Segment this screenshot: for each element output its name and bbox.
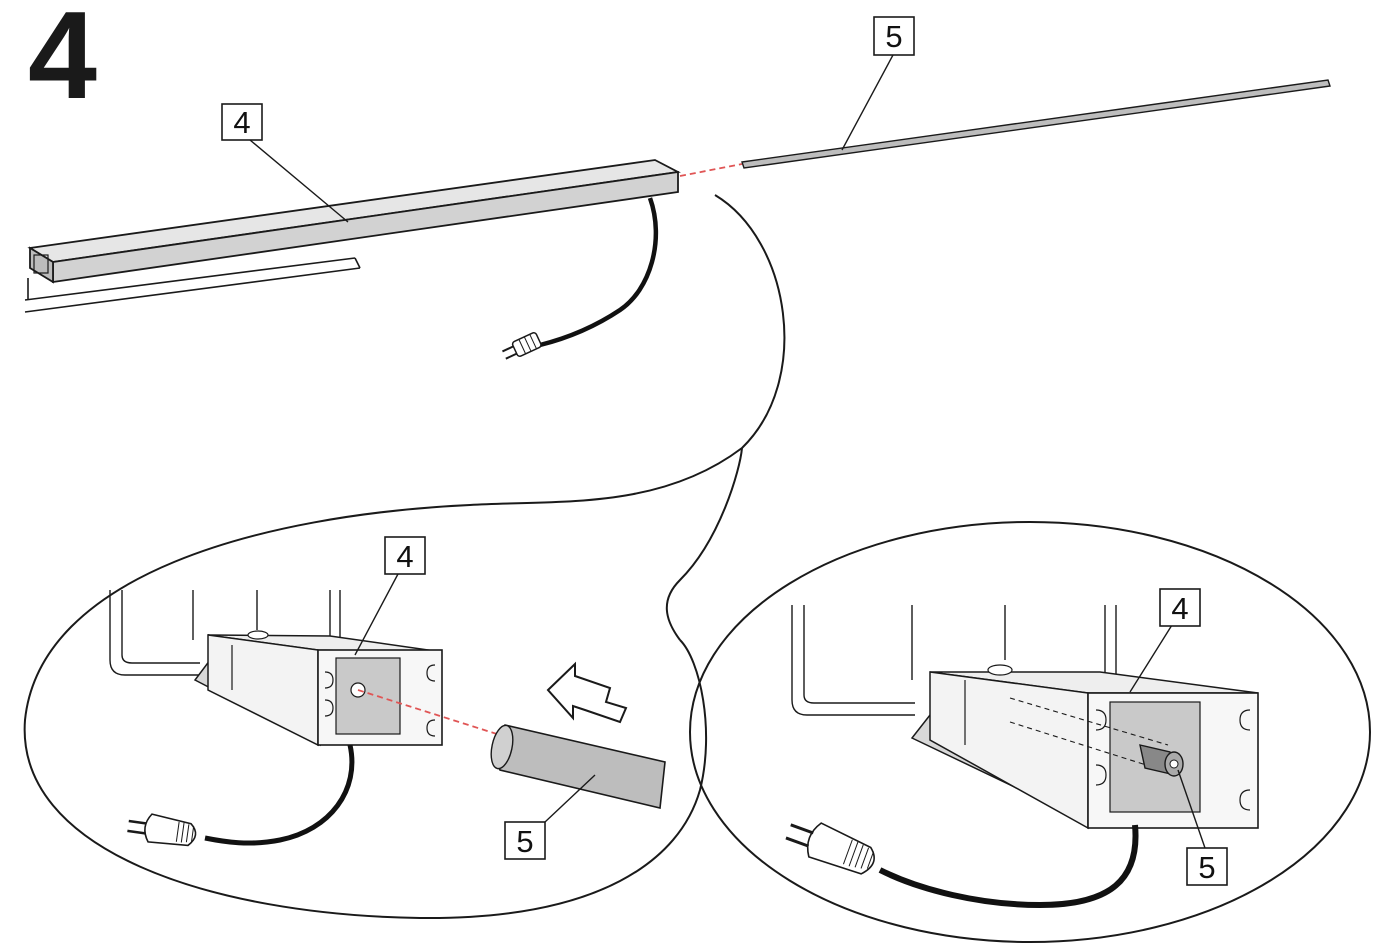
svg-text:5: 5 — [516, 824, 533, 859]
rod-left — [490, 724, 666, 809]
support-beam — [24, 257, 361, 313]
rod-top — [741, 79, 1331, 169]
svg-text:4: 4 — [233, 105, 250, 140]
plug-left-icon — [127, 813, 197, 847]
svg-text:4: 4 — [396, 539, 413, 574]
power-cable-left — [204, 744, 355, 846]
leader-left-rod — [544, 774, 596, 823]
callout-box-left-profile: 4 — [384, 536, 426, 575]
leader-top-rod — [841, 54, 894, 151]
leader-top-profile — [249, 139, 349, 223]
leader-right-profile — [1129, 624, 1173, 693]
alignment-guide-left — [357, 689, 501, 736]
step-number: 4 — [28, 0, 97, 125]
callout-box-left-rod: 5 — [504, 821, 546, 860]
alignment-guide-top — [679, 163, 743, 177]
aluminium-profile-right — [910, 664, 1259, 830]
plug-top-icon — [502, 331, 542, 360]
zoom-bubble-pointer — [665, 447, 743, 641]
leader-left-profile — [354, 573, 399, 656]
plug-right-icon — [785, 822, 875, 875]
power-cable-top — [539, 197, 659, 348]
svg-text:4: 4 — [1171, 591, 1188, 626]
left-detail-background — [109, 590, 341, 676]
svg-text:5: 5 — [1198, 850, 1215, 885]
zoom-bubble-right — [689, 521, 1371, 943]
callout-box-right-rod: 5 — [1186, 847, 1228, 886]
leader-right-rod — [1177, 769, 1206, 849]
callout-box-top-profile: 4 — [221, 103, 263, 141]
rod-right-inserted — [1139, 744, 1184, 777]
power-cable-right — [878, 824, 1139, 909]
aluminium-profile-top — [27, 159, 681, 284]
right-detail-background — [791, 605, 1117, 716]
callout-box-top-rod: 5 — [873, 16, 915, 56]
callout-box-right-profile: 4 — [1159, 588, 1201, 627]
svg-text:5: 5 — [885, 19, 902, 54]
insert-arrow-icon — [546, 661, 628, 724]
aluminium-profile-left — [193, 630, 443, 747]
